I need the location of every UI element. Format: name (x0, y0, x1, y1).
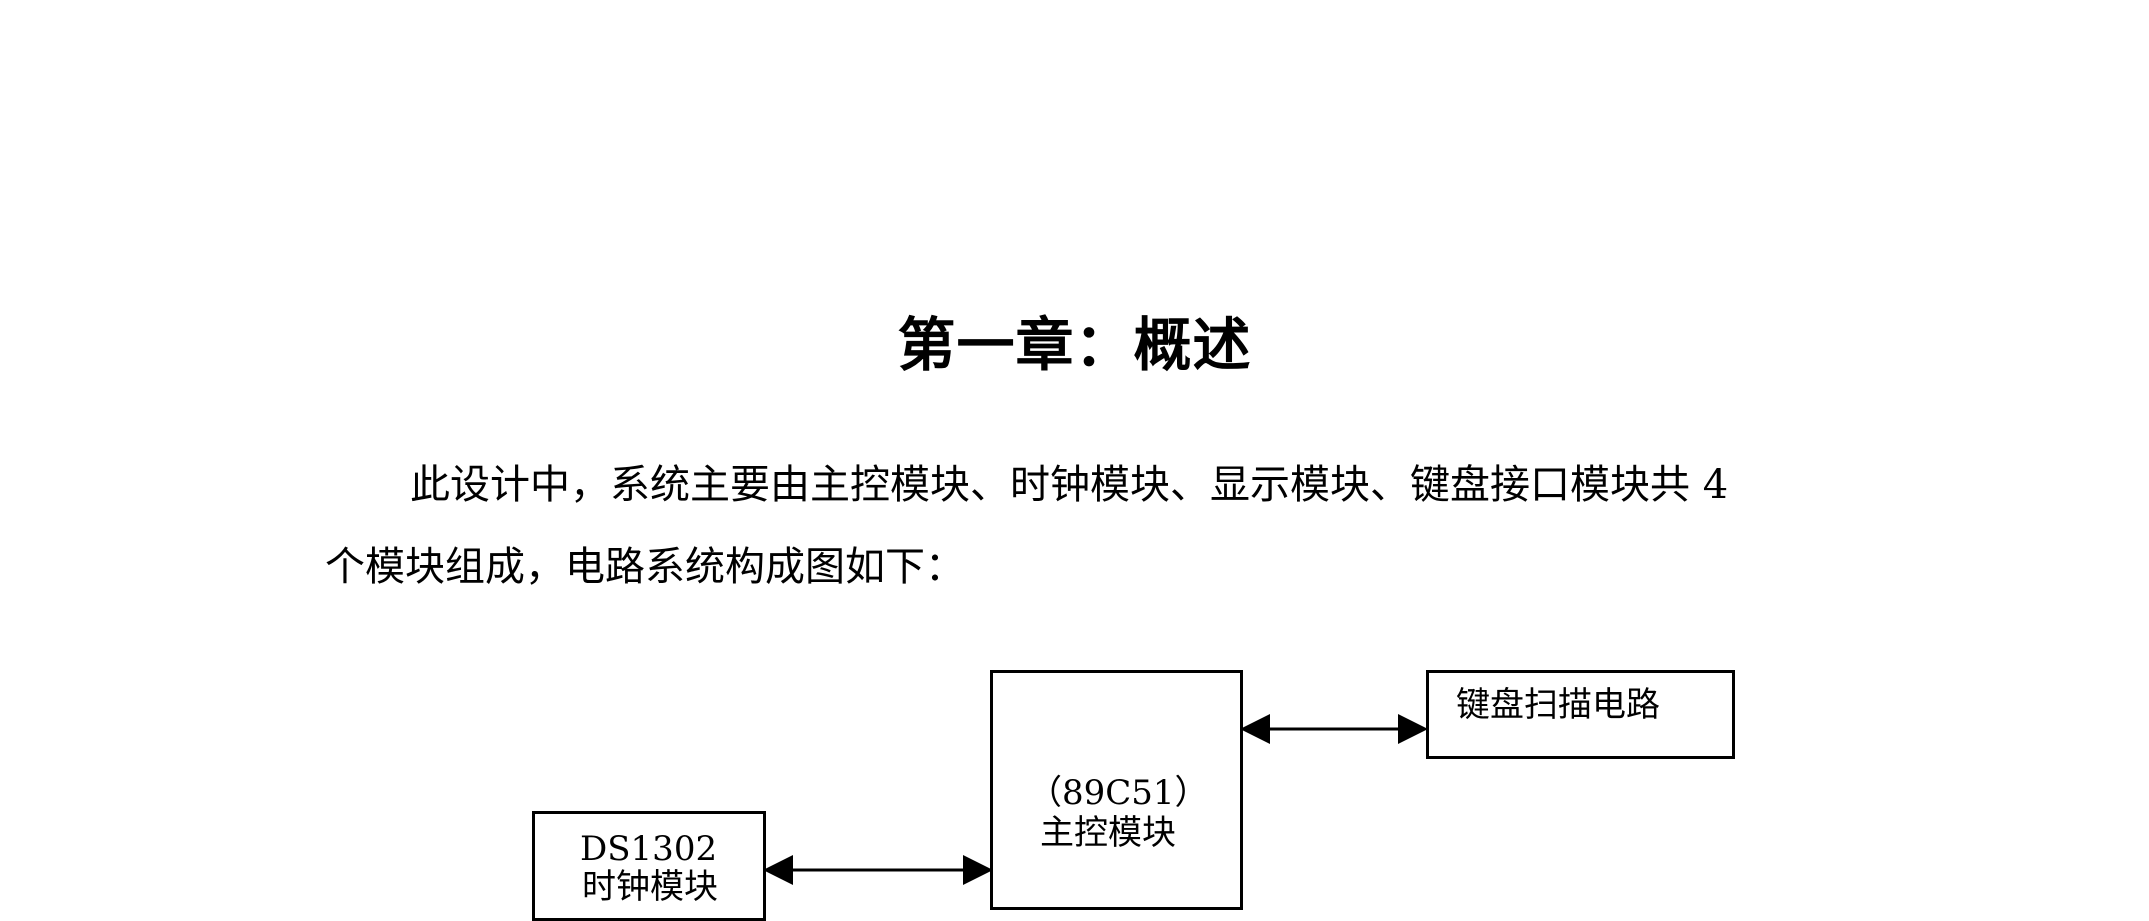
clock-module-label-line2: 时钟模块 (582, 867, 718, 907)
paragraph-line-2: 个模块组成，电路系统构成图如下： (325, 544, 965, 590)
system-block-diagram: （89C51） 主控模块 键盘扫描电路 DS1302 时钟模块 (532, 670, 1735, 921)
keyboard-scan-label: 键盘扫描电路 (1456, 685, 1660, 725)
diagram-connectors (763, 714, 1428, 885)
chapter-title: 第一章：概述 (897, 311, 1252, 379)
paragraph-line-1: 此设计中，系统主要由主控模块、时钟模块、显示模块、键盘接口模块共 4 (410, 462, 1729, 508)
document-page: 第一章：概述 此设计中，系统主要由主控模块、时钟模块、显示模块、键盘接口模块共 … (325, 311, 1735, 921)
main-controller-label-line2: 主控模块 (1040, 813, 1176, 853)
clock-module-label-line1: DS1302 (580, 829, 718, 869)
keyboard-scan-box (1426, 670, 1735, 759)
main-controller-box (990, 670, 1243, 910)
main-controller-label-line1: （89C51） (1028, 773, 1209, 813)
